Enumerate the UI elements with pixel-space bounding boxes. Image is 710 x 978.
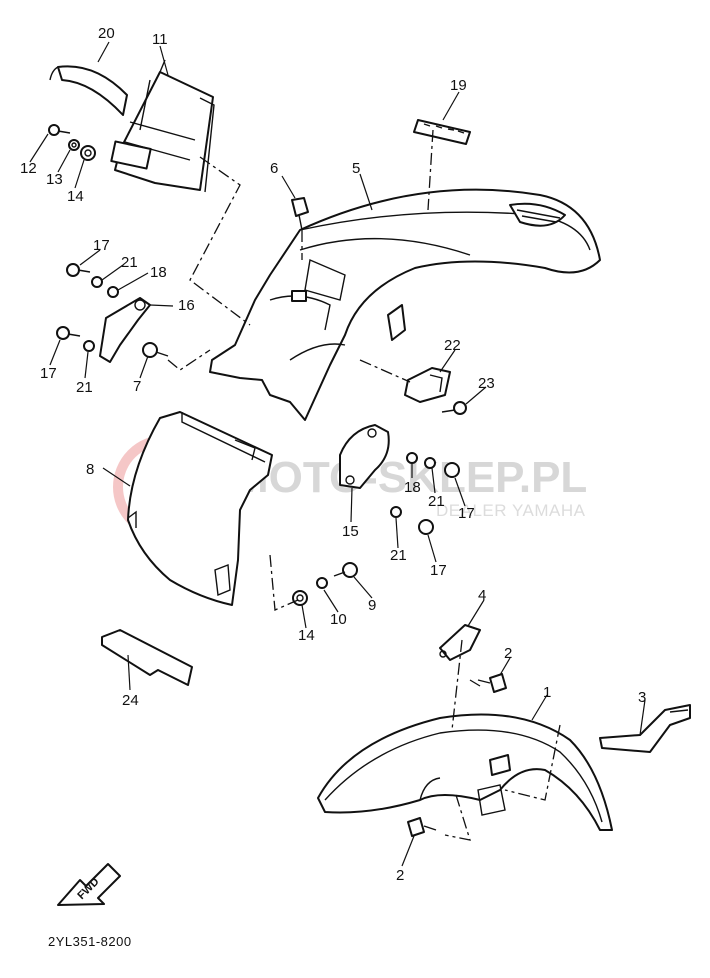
callout-9: 9 (368, 597, 376, 614)
callout-21-right-a: 21 (428, 493, 445, 510)
callout-19: 19 (450, 77, 467, 94)
part-19-strip (413, 119, 471, 145)
callout-23: 23 (478, 375, 495, 392)
part-16-bracket (99, 297, 151, 363)
leader-lines (29, 41, 646, 867)
part-15-bracket (339, 424, 390, 489)
callout-21-left-b: 21 (76, 379, 93, 396)
callout-16: 16 (178, 297, 195, 314)
part-6-bolt (291, 197, 309, 231)
callout-12: 12 (20, 160, 37, 177)
nut-14-top (80, 145, 96, 161)
callout-2-upper: 2 (504, 645, 512, 662)
callout-20: 20 (98, 25, 115, 42)
nut-21-left-a (91, 276, 103, 288)
callout-24: 24 (122, 692, 139, 709)
callout-17-right-b: 17 (430, 562, 447, 579)
diagram-code: 2YL351-8200 (48, 934, 132, 949)
bolt-2-upper (477, 673, 507, 693)
nut-14-mid (292, 590, 308, 606)
nut-21-right-b (390, 506, 402, 518)
callout-4: 4 (478, 587, 486, 604)
part-4-bracket (439, 624, 481, 661)
bolt-17-left-b (56, 326, 81, 340)
callout-7: 7 (133, 378, 141, 395)
part-24-plate (101, 629, 193, 686)
callout-15: 15 (342, 523, 359, 540)
nut-21-right-a (424, 457, 436, 469)
washer-13 (68, 139, 80, 151)
bolt-17-right-b (418, 519, 434, 535)
callout-6: 6 (270, 160, 278, 177)
callout-17-right-a: 17 (458, 505, 475, 522)
callout-18-right: 18 (404, 479, 421, 496)
callout-2-lower: 2 (396, 867, 404, 884)
part-1-front-fender (317, 713, 613, 831)
callout-3: 3 (638, 689, 646, 706)
part-11-box (110, 59, 215, 193)
bolt-17-left-a (66, 263, 91, 277)
callout-18-left: 18 (150, 264, 167, 281)
bolt-17-right-a (444, 462, 460, 478)
callout-21-left-a: 21 (121, 254, 138, 271)
callout-22: 22 (444, 337, 461, 354)
callout-1: 1 (543, 684, 551, 701)
callout-10: 10 (330, 611, 347, 628)
assembly-lines (167, 129, 561, 841)
callout-5: 5 (352, 160, 360, 177)
callout-21-right-b: 21 (390, 547, 407, 564)
nut-21-left-b (83, 340, 95, 352)
bolt-2-lower (407, 817, 437, 837)
bolt-7 (142, 342, 169, 358)
watermark-subtitle: DEALER YAMAHA (436, 501, 586, 520)
callout-17-left-a: 17 (93, 237, 110, 254)
part-22-bracket (404, 367, 451, 403)
fastener-12 (48, 124, 71, 136)
fwd-arrow-icon: FWD (57, 863, 121, 906)
washer-18-right (406, 452, 418, 464)
part-8-inner-fender (127, 411, 273, 606)
callout-13: 13 (46, 171, 63, 188)
bolt-9 (333, 562, 358, 578)
callout-numbers: 20 11 12 13 14 6 5 19 17 21 18 16 17 21 … (20, 25, 646, 884)
bolt-23 (441, 401, 467, 415)
callout-8: 8 (86, 461, 94, 478)
callout-14-mid: 14 (298, 627, 315, 644)
washer-10 (316, 577, 328, 589)
part-20-band (49, 65, 128, 116)
callout-14-top: 14 (67, 188, 84, 205)
part-3-stay (599, 704, 691, 753)
callout-17-left-b: 17 (40, 365, 57, 382)
callout-11: 11 (152, 31, 168, 48)
washer-18-left (107, 286, 119, 298)
part-5-rear-fender (209, 188, 601, 421)
